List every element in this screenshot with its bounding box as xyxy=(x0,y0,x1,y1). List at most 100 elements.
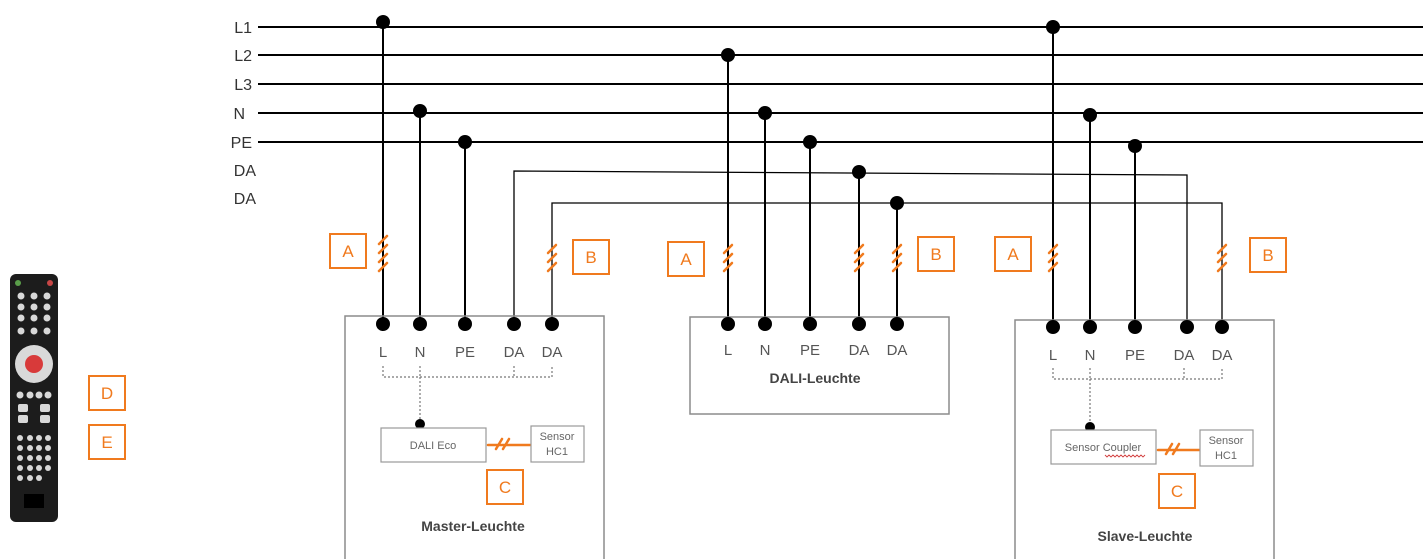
terminal-dot xyxy=(890,317,904,331)
tag-c: C xyxy=(1158,473,1196,509)
bus-label-l2: L2 xyxy=(234,48,252,65)
cable-marker-icon xyxy=(722,243,734,273)
bus-label-pe: PE xyxy=(231,135,252,152)
cable-marker-icon xyxy=(377,234,389,273)
tag-c: C xyxy=(486,469,524,505)
junction-dot xyxy=(1083,108,1097,122)
cable-markers xyxy=(377,234,1228,273)
sensor-coupler-word1: Sensor xyxy=(1065,442,1100,454)
terminal-dot xyxy=(803,317,817,331)
terminal-label: DA xyxy=(1174,347,1195,364)
terminal-dot xyxy=(1083,320,1097,334)
terminal-label: N xyxy=(760,342,771,359)
junction-dot xyxy=(803,135,817,149)
terminal-label: DA xyxy=(849,342,870,359)
junction-dots xyxy=(376,15,1142,210)
module-connector-dot xyxy=(415,419,425,429)
terminal-dot xyxy=(721,317,735,331)
terminal-label: DA xyxy=(504,344,525,361)
sensor-hc1-box xyxy=(1199,429,1254,467)
sensor-coupler-label: Sensor Coupler xyxy=(1065,442,1142,454)
sensor-coupler-word2: Coupler xyxy=(1103,442,1142,454)
cable-marker-icon xyxy=(1047,243,1059,273)
master-fixture-title: Master-Leuchte xyxy=(421,518,525,534)
cable-marker-icon xyxy=(546,243,558,273)
bus-label-n: N xyxy=(233,106,245,123)
dali-eco-label: DALI Eco xyxy=(410,440,456,452)
dali-bus-wires xyxy=(513,170,1223,324)
terminal-label: N xyxy=(1085,347,1096,364)
bus-lines xyxy=(258,26,1423,143)
sensor-label: Sensor xyxy=(540,431,575,443)
tag-a: A xyxy=(994,236,1032,272)
slave-internal-wiring xyxy=(1052,368,1223,426)
terminal-dot xyxy=(1215,320,1229,334)
slave-fixture-box xyxy=(1014,319,1275,559)
terminal-dot xyxy=(758,317,772,331)
wireless-link-icon xyxy=(486,437,532,451)
junction-dot xyxy=(1128,139,1142,153)
remote-control-icon xyxy=(10,274,58,522)
terminal-dot xyxy=(507,317,521,331)
terminal-dot xyxy=(1180,320,1194,334)
junction-dot xyxy=(890,196,904,210)
sensor-model-label: HC1 xyxy=(1215,450,1237,462)
tag-b-label: B xyxy=(585,248,596,267)
terminal-dot xyxy=(413,317,427,331)
tag-b: B xyxy=(1249,237,1287,273)
junction-dot xyxy=(721,48,735,62)
tag-d: D xyxy=(88,375,126,411)
bus-label-l1: L1 xyxy=(234,20,252,37)
slave-fixture: L N PE DA DA Sensor Coupler Sensor HC1 S… xyxy=(1014,319,1275,559)
junction-dot xyxy=(458,135,472,149)
junction-dot xyxy=(758,106,772,120)
bus-label-l3: L3 xyxy=(234,77,252,94)
sensor-coupler-module xyxy=(1050,429,1157,465)
tag-c-label: C xyxy=(499,478,511,497)
sensor-label: Sensor xyxy=(1209,435,1244,447)
tag-b: B xyxy=(572,239,610,275)
master-fixture-box xyxy=(344,315,605,559)
master-internal-wiring xyxy=(382,366,553,424)
cable-marker-icon xyxy=(891,243,903,273)
slave-fixture-title: Slave-Leuchte xyxy=(1098,528,1193,544)
terminal-dot xyxy=(376,317,390,331)
spellcheck-underline xyxy=(1104,454,1146,458)
dali-fixture-box xyxy=(689,316,950,415)
terminal-dot xyxy=(458,317,472,331)
tag-d-label: D xyxy=(101,384,113,403)
terminal-label: L xyxy=(724,342,732,359)
junction-dot xyxy=(1046,20,1060,34)
sensor-hc1-box xyxy=(530,425,585,463)
terminal-label: L xyxy=(379,344,387,361)
terminal-label: PE xyxy=(800,342,820,359)
terminal-label: L xyxy=(1049,347,1057,364)
dali-fixture: L N PE DA DA DALI-Leuchte xyxy=(689,316,950,415)
terminal-label: DA xyxy=(887,342,908,359)
da-wire-2 xyxy=(551,202,1223,324)
tag-b-label: B xyxy=(930,245,941,264)
tag-e-label: E xyxy=(101,433,112,452)
cable-marker-icon xyxy=(1216,243,1228,273)
bus-labels: L1 L2 L3 N PE DA DA xyxy=(231,20,257,208)
tag-e: E xyxy=(88,424,126,460)
cable-marker-icon xyxy=(853,243,865,273)
drop-wires xyxy=(382,22,1136,327)
tag-a-label: A xyxy=(680,250,692,269)
junction-dot xyxy=(413,104,427,118)
terminal-label: DA xyxy=(542,344,563,361)
wireless-link-icon xyxy=(1156,442,1201,456)
tag-a: A xyxy=(329,233,367,269)
terminal-label: DA xyxy=(1212,347,1233,364)
tag-b: B xyxy=(917,236,955,272)
terminal-label: N xyxy=(415,344,426,361)
terminal-dot xyxy=(1128,320,1142,334)
bus-label-da2: DA xyxy=(234,191,257,208)
terminal-label: PE xyxy=(455,344,475,361)
tag-a: A xyxy=(667,241,705,277)
junction-dot xyxy=(376,15,390,29)
bus-label-da1: DA xyxy=(234,163,257,180)
tag-b-label: B xyxy=(1262,246,1273,265)
dali-fixture-title: DALI-Leuchte xyxy=(770,370,861,386)
